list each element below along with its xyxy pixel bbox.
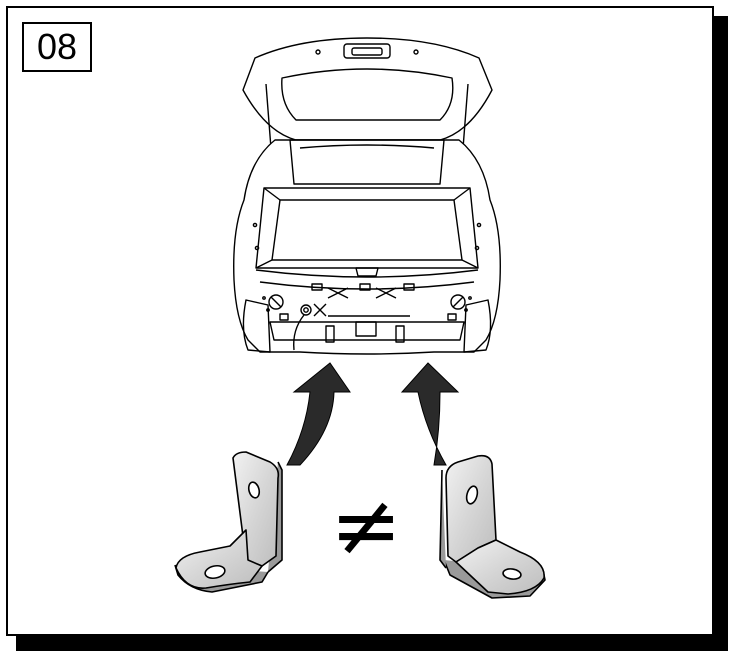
- panel-brackets: [311, 283, 415, 299]
- wheel-right: [463, 299, 492, 353]
- bumper-tab-right: [395, 325, 405, 343]
- car-rear-view: [233, 37, 501, 355]
- step-number: 08: [36, 26, 78, 67]
- tailgate-handle: [343, 43, 391, 59]
- rear-glass: [289, 139, 445, 185]
- lamp-left: [268, 294, 284, 310]
- bracket-left-lower-hole: [204, 564, 226, 580]
- step-number-box: 08: [22, 22, 92, 72]
- bracket-left: [174, 451, 283, 593]
- wiring-cable: [293, 314, 305, 351]
- bumper: [269, 321, 465, 341]
- bracket-left-upper-hole: [247, 481, 261, 499]
- bumper-tab-left: [325, 325, 335, 343]
- arrow-left: [286, 362, 351, 466]
- car-body: [233, 139, 501, 355]
- not-equal-sign: ≠: [330, 476, 402, 576]
- arrow-right: [400, 362, 460, 466]
- bracket-right: [439, 454, 546, 599]
- tailgate: [242, 37, 493, 141]
- tailgate-window: [281, 68, 454, 121]
- wheel-left: [242, 299, 271, 353]
- wiring-connector: [300, 304, 312, 316]
- bracket-right-lower-hole: [502, 568, 522, 580]
- lamp-right: [450, 294, 466, 310]
- bracket-right-upper-hole: [465, 485, 479, 505]
